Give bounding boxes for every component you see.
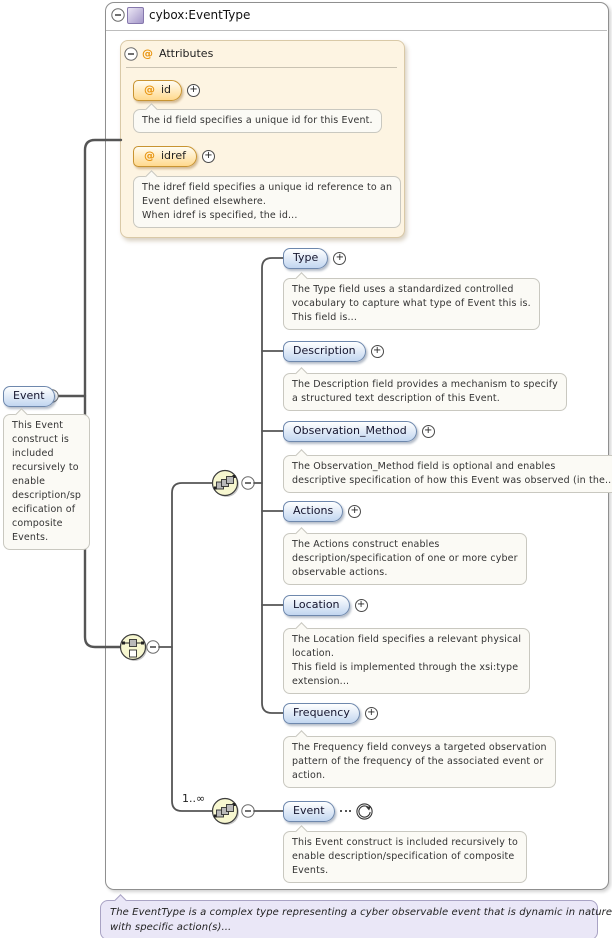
element-row-location: Location — [283, 594, 368, 616]
sequence-icon — [211, 797, 240, 826]
element-annotation-event: This Event construct is included recursi… — [283, 831, 527, 883]
element-row-frequency: Frequency — [283, 702, 378, 724]
recursion-icon — [355, 802, 373, 820]
collapse-toggle[interactable] — [241, 476, 255, 490]
element-pill-description[interactable]: Description — [283, 340, 366, 362]
attribute-row-idref: @ idref — [133, 145, 215, 167]
element-pill-actions[interactable]: Actions — [283, 500, 344, 522]
element-row-observation-method: Observation_Method — [283, 420, 435, 442]
attribute-annotation-id: The id field specifies a unique id for t… — [133, 109, 382, 133]
element-pill-event[interactable]: Event — [283, 800, 335, 822]
expand-icon[interactable] — [333, 251, 347, 265]
type-annotation: The EventType is a complex type represen… — [100, 900, 612, 938]
at-icon: @ — [144, 149, 155, 162]
header-divider — [106, 30, 607, 31]
element-pill-observation-method[interactable]: Observation_Method — [283, 420, 417, 442]
element-row-event: Event — [283, 800, 373, 822]
recursion-connector — [339, 810, 351, 812]
attributes-divider — [126, 67, 397, 68]
occurrence-label: 1..∞ — [182, 792, 206, 805]
expand-icon[interactable] — [364, 706, 378, 720]
trunk-line — [83, 138, 124, 649]
type-title: cybox:EventType — [149, 8, 251, 22]
type-header: cybox:EventType — [127, 5, 250, 25]
element-row-actions: Actions — [283, 500, 362, 522]
collapse-toggle[interactable] — [146, 640, 160, 654]
element-row-description: Description — [283, 340, 384, 362]
type-collapse-toggle[interactable] — [111, 8, 125, 22]
sequence-icon — [211, 469, 240, 498]
attributes-label: Attributes — [159, 47, 214, 60]
at-icon: @ — [142, 47, 153, 60]
attribute-pill-id[interactable]: @ id — [133, 79, 183, 101]
element-pill-location[interactable]: Location — [283, 594, 350, 616]
attribute-pill-idref[interactable]: @ idref — [133, 145, 197, 167]
element-row-type: Type — [283, 247, 347, 269]
all-compositor-icon — [119, 633, 147, 661]
element-pill-frequency[interactable]: Frequency — [283, 702, 360, 724]
root-element-row: Event — [3, 385, 55, 407]
element-annotation-frequency: The Frequency field conveys a targeted o… — [283, 736, 556, 788]
complex-type-icon — [127, 6, 144, 24]
collapse-toggle[interactable] — [241, 804, 255, 818]
attributes-collapse-toggle[interactable] — [124, 47, 138, 61]
element-annotation-location: The Location field specifies a relevant … — [283, 628, 531, 694]
attribute-annotation-idref: The idref field specifies a unique id re… — [133, 176, 402, 228]
expand-icon[interactable] — [201, 149, 215, 163]
element-annotation-actions: The Actions construct enables descriptio… — [283, 533, 527, 585]
root-element-pill[interactable]: Event — [3, 385, 55, 407]
attribute-name: idref — [161, 149, 186, 162]
element-annotation-description: The Description field provides a mechani… — [283, 373, 567, 411]
root-annotation: This Event construct is included recursi… — [3, 414, 91, 550]
at-icon: @ — [144, 83, 155, 96]
attribute-row-id: @ id — [133, 79, 201, 101]
element-pill-type[interactable]: Type — [283, 247, 329, 269]
element-annotation-type: The Type field uses a standardized contr… — [283, 278, 540, 330]
attribute-name: id — [161, 83, 172, 96]
element-tree-line — [261, 257, 284, 714]
expand-icon[interactable] — [370, 344, 384, 358]
element-annotation-observation-method: The Observation_Method field is optional… — [283, 455, 612, 493]
expand-icon[interactable] — [354, 598, 368, 612]
expand-icon[interactable] — [187, 83, 201, 97]
expand-icon[interactable] — [421, 424, 435, 438]
compositor-branch-line — [171, 482, 214, 812]
attributes-header: @ Attributes — [142, 44, 213, 63]
expand-icon[interactable] — [348, 504, 362, 518]
